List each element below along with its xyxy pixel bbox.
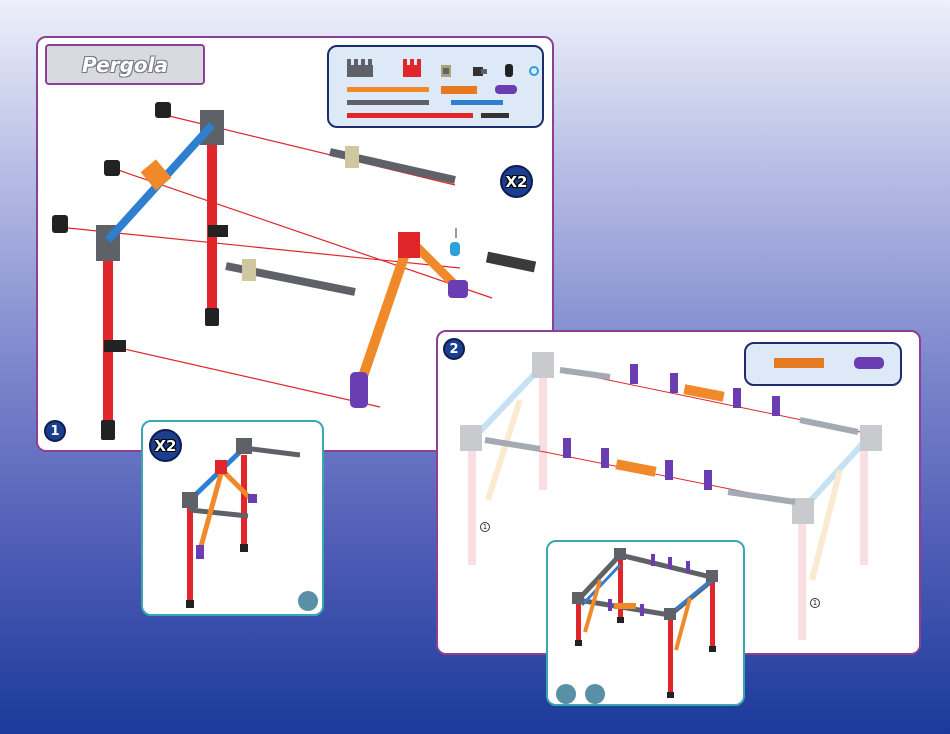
inset-2-indicator-1 bbox=[556, 684, 576, 704]
inset-2-indicator-2 bbox=[585, 684, 605, 704]
